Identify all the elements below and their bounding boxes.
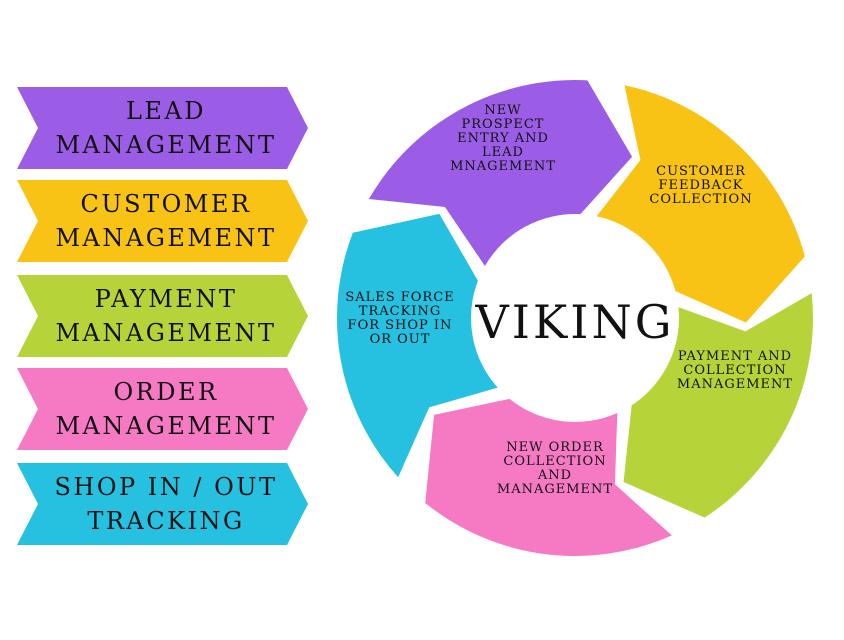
feature-arrow-3: PAYMENT MANAGEMENT	[17, 275, 308, 357]
arrow-label-line: LEAD	[126, 97, 206, 125]
arrow-shape	[17, 275, 308, 357]
arrow-label-line: TRACKING	[87, 507, 244, 535]
arrow-shape	[17, 180, 308, 262]
segment-arrow-shape	[337, 213, 498, 478]
segment-label-line: NEW	[484, 103, 521, 118]
segment-label-line: FEEDBACK	[658, 178, 743, 193]
segment-label-line: TRACKING	[359, 304, 441, 319]
segment-label-line: PAYMENT AND	[678, 349, 792, 364]
arrow-label-line: CUSTOMER	[81, 190, 252, 218]
segment-label-line: LEAD	[482, 145, 524, 160]
segment-label-line: MANAGEMENT	[497, 482, 613, 497]
segment-arrow-shape	[425, 398, 672, 557]
segment-label-line: MNAGEMENT	[450, 159, 556, 174]
segment-label-line: MANAGEMENT	[677, 377, 793, 392]
arrow-label-line: PAYMENT	[95, 285, 238, 313]
segment-arrow-shape	[596, 85, 805, 323]
segment-arrow-shape	[623, 293, 813, 518]
center-label: VIKING	[475, 295, 675, 349]
arrow-label-line: MANAGEMENT	[55, 319, 276, 347]
segment-label-line: PROSPECT	[462, 117, 545, 132]
arrow-label-line: MANAGEMENT	[55, 131, 276, 159]
segment-label-line: COLLECTION	[503, 454, 606, 469]
arrow-shape	[17, 463, 308, 545]
feature-arrow-5: SHOP IN / OUT TRACKING	[17, 463, 308, 545]
arrow-shape	[17, 87, 308, 169]
arrow-shape	[17, 368, 308, 450]
feature-arrow-2: CUSTOMER MANAGEMENT	[17, 180, 308, 262]
segment-label-line: COLLECTION	[649, 192, 752, 207]
segment-label-line: ENTRY AND	[457, 131, 549, 146]
arrow-label-line: MANAGEMENT	[55, 224, 276, 252]
feature-arrow-4: ORDER MANAGEMENT	[17, 368, 308, 450]
feature-arrow-1: LEAD MANAGEMENT	[17, 87, 308, 169]
segment-label-line: AND	[537, 468, 572, 483]
feature-arrow-list: LEAD MANAGEMENT CUSTOMER MANAGEMENT PAYMENT M…	[17, 87, 308, 545]
segment-label-line: FOR SHOP IN	[348, 318, 453, 333]
segment-label-line: COLLECTION	[683, 363, 786, 378]
segment-label-line: CUSTOMER	[656, 164, 746, 179]
segment-label-line: SALES FORCE	[345, 290, 454, 305]
arrow-label-line: SHOP IN / OUT	[54, 473, 277, 501]
segment-label-line: OR OUT	[370, 332, 431, 347]
arrow-label-line: MANAGEMENT	[55, 412, 276, 440]
segment-arrow-shape	[368, 79, 633, 266]
segment-label-line: NEW ORDER	[506, 440, 604, 455]
arrow-label-line: ORDER	[113, 378, 218, 406]
